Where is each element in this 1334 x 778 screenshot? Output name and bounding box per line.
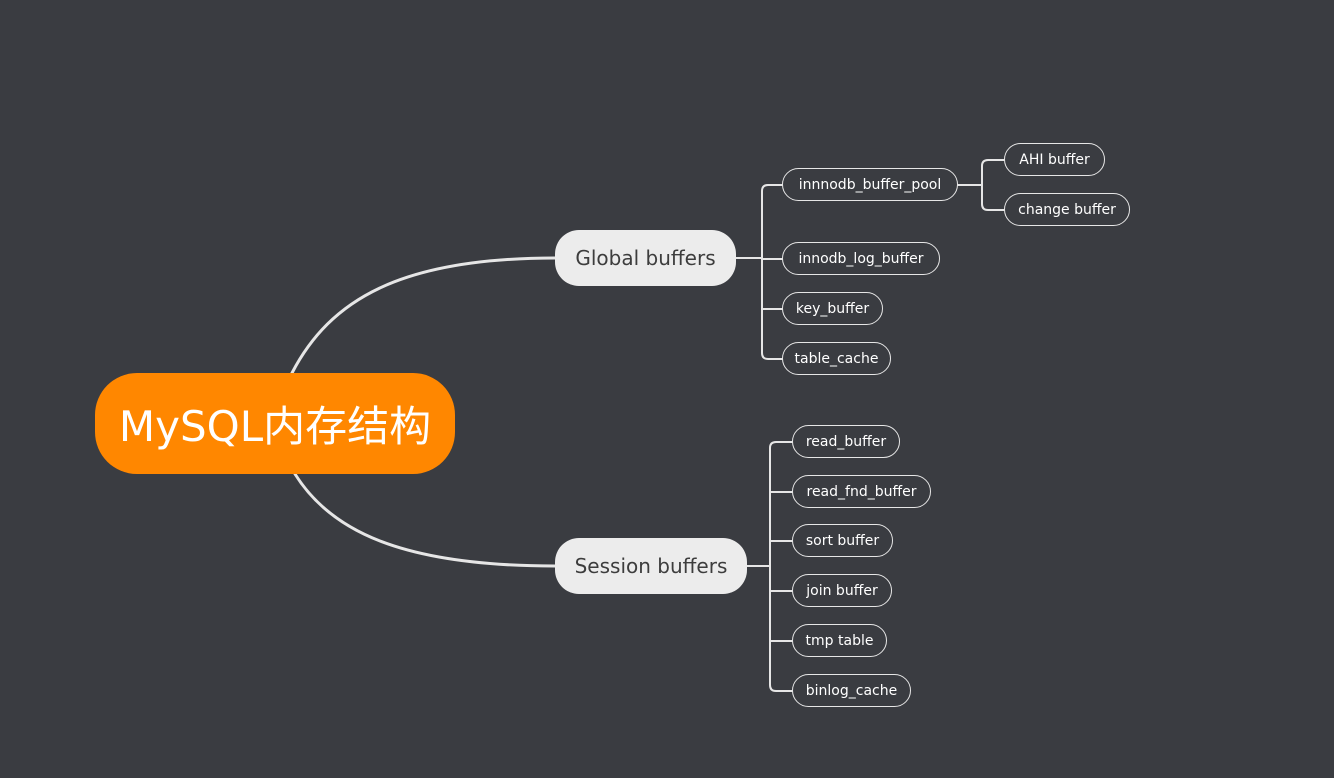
topic-innodb-log-buffer[interactable]: innodb_log_buffer	[782, 242, 940, 275]
topic-read-fnd-buffer[interactable]: read_fnd_buffer	[792, 475, 931, 508]
topic-key-buffer[interactable]: key_buffer	[782, 292, 883, 325]
topic-change-buffer[interactable]: change buffer	[1004, 193, 1130, 226]
topic-sort-buffer[interactable]: sort buffer	[792, 524, 893, 557]
topic-table-cache[interactable]: table_cache	[782, 342, 891, 375]
branch-global-buffers[interactable]: Global buffers	[555, 230, 736, 286]
topic-read-buffer[interactable]: read_buffer	[792, 425, 900, 458]
topic-join-buffer[interactable]: join buffer	[792, 574, 892, 607]
topic-ahi-buffer[interactable]: AHI buffer	[1004, 143, 1105, 176]
topic-tmp-table[interactable]: tmp table	[792, 624, 887, 657]
topic-binlog-cache[interactable]: binlog_cache	[792, 674, 911, 707]
branch-session-buffers[interactable]: Session buffers	[555, 538, 747, 594]
central-topic[interactable]: MySQL内存结构	[95, 373, 455, 474]
topic-innnodb-buffer-pool[interactable]: innnodb_buffer_pool	[782, 168, 958, 201]
